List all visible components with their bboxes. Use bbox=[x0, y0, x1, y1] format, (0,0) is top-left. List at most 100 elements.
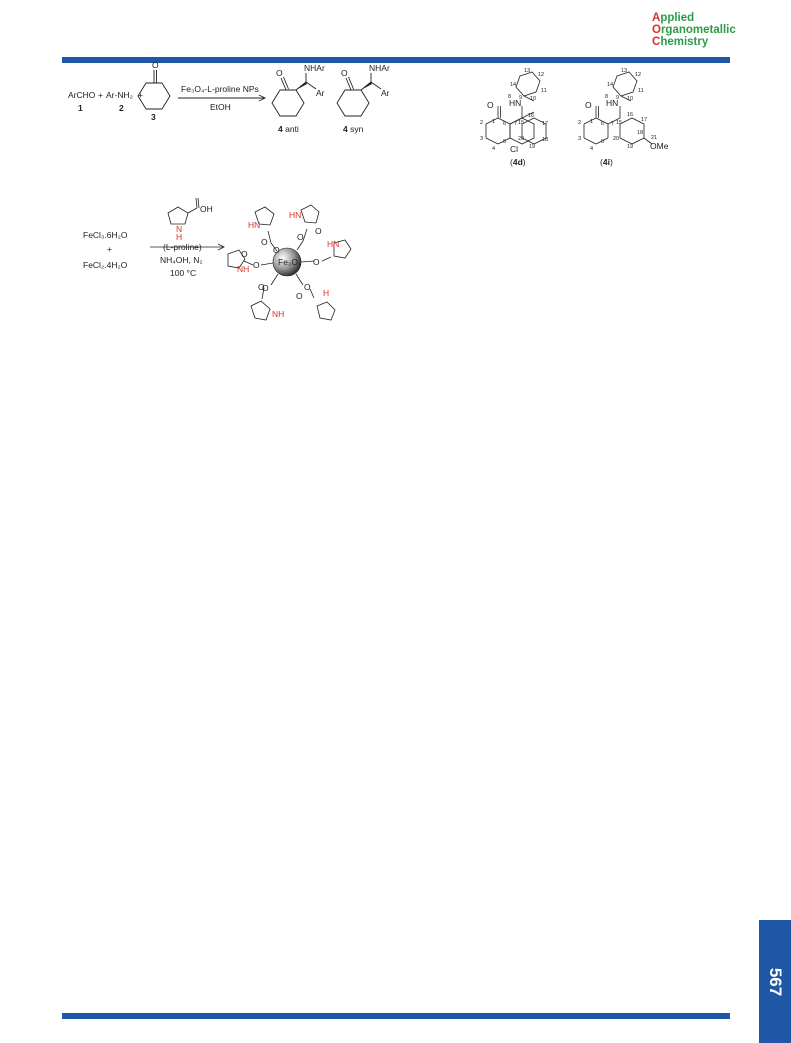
atom-number: 1 bbox=[492, 119, 495, 125]
atom-number: 18 bbox=[637, 130, 643, 136]
ligand-nh-n: H bbox=[323, 288, 329, 298]
atom-number: 8 bbox=[605, 94, 608, 100]
atom-number: 20 bbox=[518, 136, 524, 142]
atom-number: 7 bbox=[611, 121, 614, 127]
atom-number: 10 bbox=[530, 96, 536, 102]
product-syn-label: 4 syn bbox=[343, 124, 364, 134]
atom-number: 4 bbox=[590, 146, 593, 152]
atom-number: 17 bbox=[542, 121, 548, 127]
plus-sign: + bbox=[138, 90, 143, 100]
structure-4d-oxygen: O bbox=[487, 100, 494, 110]
ligand-oxygen: O bbox=[241, 249, 248, 259]
product-syn-oxygen: O bbox=[341, 68, 348, 78]
atom-number: 19 bbox=[529, 144, 535, 150]
atom-number: 6 bbox=[503, 121, 506, 127]
ligand-oxygen: O bbox=[273, 245, 280, 255]
fe3o4-core-label: Fe₃O₄ bbox=[278, 257, 302, 267]
atom-number: 15 bbox=[616, 120, 622, 126]
atom-number: 8 bbox=[508, 94, 511, 100]
ligand-oxygen: O bbox=[253, 260, 260, 270]
ligand-hn: HN bbox=[327, 239, 339, 249]
atom-number: 13 bbox=[524, 68, 530, 74]
ketone-oxygen: O bbox=[152, 60, 159, 70]
atom-number: 5 bbox=[601, 139, 604, 145]
atom-number: 18 bbox=[542, 137, 548, 143]
atom-number: 4 bbox=[492, 146, 495, 152]
ligand-oxygen: O bbox=[296, 291, 303, 301]
atom-number: 16 bbox=[627, 112, 633, 118]
atom-number: 11 bbox=[541, 88, 547, 94]
product-anti-label: 4 anti bbox=[278, 124, 299, 134]
journal-logo-line1: Applied bbox=[652, 12, 695, 24]
reagent-fecl3: FeCl₃.6H₂O bbox=[83, 230, 128, 240]
atom-number: 9 bbox=[519, 95, 522, 101]
ligand-hn: HN bbox=[248, 220, 260, 230]
ligand-oxygen: O bbox=[258, 282, 265, 292]
atom-number: 5 bbox=[503, 139, 506, 145]
atom-number: 14 bbox=[607, 82, 613, 88]
proline-oh: OH bbox=[200, 204, 213, 214]
reactant-amine: Ar-NH₂ bbox=[106, 90, 133, 100]
page-number-tab: 567 bbox=[759, 920, 791, 1043]
atom-number: 6 bbox=[601, 121, 604, 127]
atom-number: 10 bbox=[627, 96, 633, 102]
structure-4i-oxygen: O bbox=[585, 100, 592, 110]
ligand-oxygen: O bbox=[313, 257, 320, 267]
ligand-oxygen: O bbox=[304, 282, 311, 292]
ligand-oxygen: O bbox=[297, 232, 304, 242]
plus-sign: + bbox=[98, 90, 103, 100]
atom-number: 2 bbox=[578, 120, 581, 126]
atom-number: 13 bbox=[621, 68, 627, 74]
atom-number: 14 bbox=[510, 82, 516, 88]
conditions-base: NH₄OH, N₂ bbox=[160, 255, 203, 265]
ligand-oxygen: O bbox=[315, 226, 322, 236]
footer-rule bbox=[62, 1013, 730, 1019]
reactant-aldehyde-number: 1 bbox=[78, 103, 83, 113]
ligand-nh: NH bbox=[272, 309, 284, 319]
plus-sign: + bbox=[107, 244, 112, 254]
atom-number: 15 bbox=[518, 120, 524, 126]
product-anti-oxygen: O bbox=[276, 68, 283, 78]
reactant-aldehyde: ArCHO bbox=[68, 90, 96, 100]
proline-n: N bbox=[176, 224, 182, 234]
atom-number: 7 bbox=[514, 121, 517, 127]
journal-logo: Applied Organometallic Chemistry bbox=[652, 12, 742, 48]
catalyst-label: Fe₃O₄-L-proline NPs bbox=[181, 84, 259, 94]
atom-number: 1 bbox=[590, 119, 593, 125]
atom-number: 12 bbox=[538, 72, 544, 78]
product-anti-ar: Ar bbox=[316, 88, 325, 98]
structure-4i-hn: HN bbox=[606, 98, 618, 108]
product-syn-ar: Ar bbox=[381, 88, 390, 98]
atom-number: 12 bbox=[635, 72, 641, 78]
conditions-temperature: 100 °C bbox=[170, 268, 196, 278]
scheme-mannich-reaction: ArCHO 1 + Ar-NH₂ 2 + O 3 Fe₃O₄-L-proline… bbox=[68, 60, 390, 134]
structure-4d-hn: HN bbox=[509, 98, 521, 108]
atom-number: 3 bbox=[480, 136, 483, 142]
atom-number: 16 bbox=[528, 113, 534, 119]
atom-numbers-4i: 1 2 3 4 5 6 7 8 9 10 11 12 13 14 15 16 1… bbox=[578, 68, 657, 152]
atom-numbers-4d: 1 2 3 4 5 6 7 8 9 10 11 12 13 14 15 16 1… bbox=[480, 68, 548, 152]
journal-logo-line2: Organometallic bbox=[652, 24, 736, 36]
structure-4i-ome: OMe bbox=[650, 141, 669, 151]
atom-number: 19 bbox=[627, 144, 633, 150]
product-anti-nhar: NHAr bbox=[304, 63, 325, 73]
proline-label: (L-proline) bbox=[163, 242, 202, 252]
structure-4i-label: (4i) bbox=[600, 157, 613, 167]
structure-4d-chlorine: Cl bbox=[510, 144, 518, 154]
journal-logo-line3: Chemistry bbox=[652, 36, 709, 48]
solvent-label: EtOH bbox=[210, 102, 231, 112]
ligand-oxygen: O bbox=[261, 237, 268, 247]
atom-number: 3 bbox=[578, 136, 581, 142]
structure-4d-label: (4d) bbox=[510, 157, 526, 167]
ligand-hn: HN bbox=[289, 210, 301, 220]
ligand-oxygen: O bbox=[262, 283, 269, 293]
scheme-nanoparticle-synthesis: FeCl₃.6H₂O + FeCl₂.4H₂O OH N H (L-prolin… bbox=[83, 197, 352, 321]
atom-number: 9 bbox=[616, 95, 619, 101]
atom-number: 2 bbox=[480, 120, 483, 126]
product-syn-nhar: NHAr bbox=[369, 63, 390, 73]
reactant-amine-number: 2 bbox=[119, 103, 124, 113]
atom-number: 11 bbox=[638, 88, 644, 94]
atom-number: 17 bbox=[641, 117, 647, 123]
atom-number: 21 bbox=[651, 135, 657, 141]
proline-h: H bbox=[176, 232, 182, 242]
